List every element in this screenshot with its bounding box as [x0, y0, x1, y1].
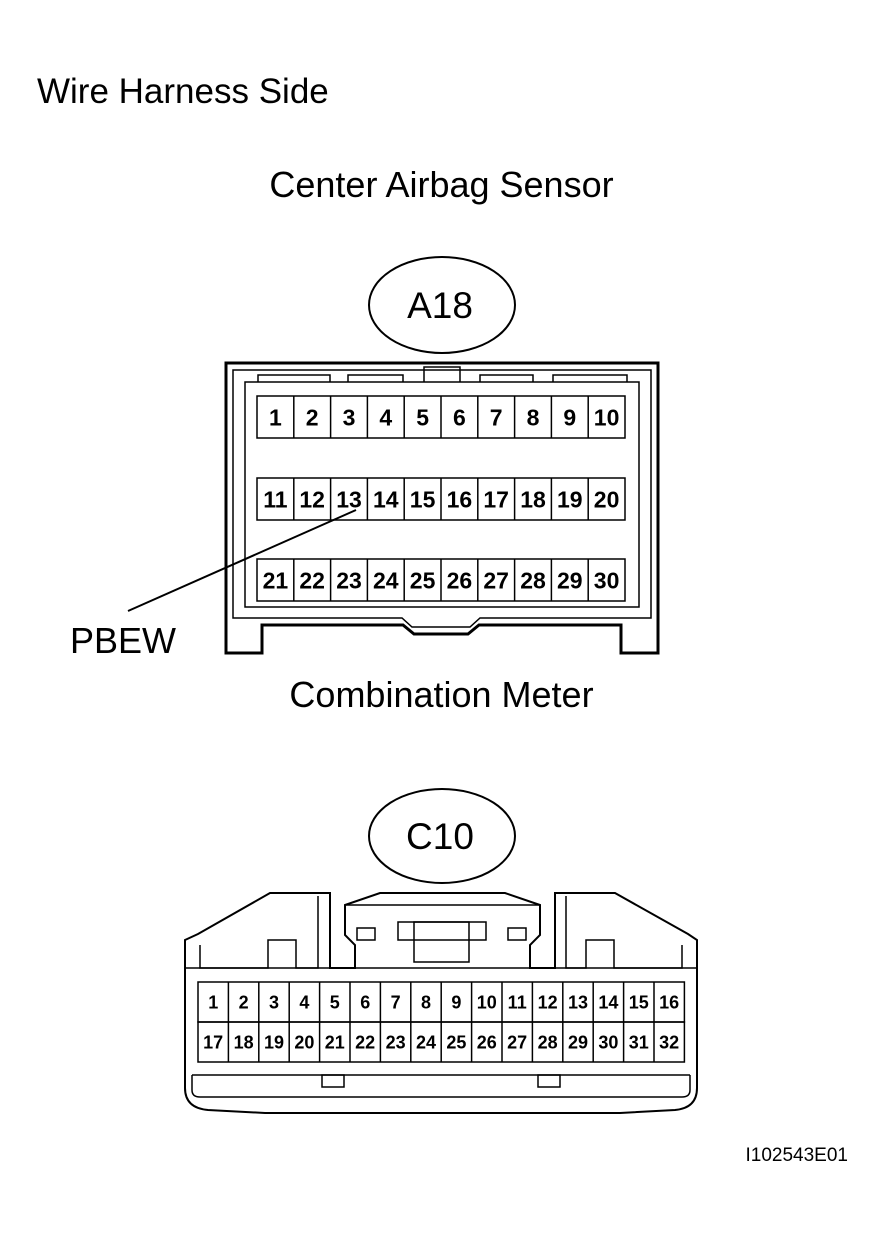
c10-pin-25: 25 [446, 1032, 466, 1052]
c10-pin-17: 17 [203, 1032, 223, 1052]
a18-pin-17: 17 [483, 486, 509, 512]
a18-pin-18: 18 [520, 486, 546, 512]
c10-pin-11: 11 [508, 992, 527, 1012]
c10-pin-26: 26 [477, 1032, 497, 1052]
a18-pin-29: 29 [557, 567, 583, 593]
c10-pin-24: 24 [416, 1032, 436, 1052]
a18-pin-30: 30 [594, 567, 620, 593]
a18-code-ellipse [368, 256, 516, 354]
combination-meter-title: Combination Meter [289, 674, 594, 715]
a18-pin-15: 15 [410, 486, 436, 512]
a18-pin-23: 23 [336, 567, 362, 593]
a18-pin-11: 11 [263, 486, 288, 512]
c10-pin-8: 8 [421, 992, 431, 1012]
a18-pin-14: 14 [373, 486, 399, 512]
c10-code: C10 [406, 816, 474, 857]
c10-pin-6: 6 [360, 992, 370, 1012]
c10-pin-30: 30 [598, 1032, 618, 1052]
c10-pin-1: 1 [208, 992, 218, 1012]
pbew-leader-line [127, 509, 357, 612]
a18-pin-2: 2 [306, 404, 319, 430]
c10-pin-13: 13 [568, 992, 588, 1012]
c10-pin-27: 27 [507, 1032, 527, 1052]
c10-pin-16: 16 [659, 992, 679, 1012]
c10-pin-19: 19 [264, 1032, 284, 1052]
c10-pin-21: 21 [325, 1032, 345, 1052]
c10-pin-9: 9 [451, 992, 461, 1012]
a18-pin-1: 1 [269, 404, 282, 430]
a18-pin-25: 25 [410, 567, 436, 593]
c10-pin-20: 20 [294, 1032, 314, 1052]
a18-pin-22: 22 [299, 567, 325, 593]
a18-pin-7: 7 [490, 404, 503, 430]
a18-pin-4: 4 [379, 404, 392, 430]
a18-code: A18 [407, 285, 473, 326]
a18-pin-12: 12 [299, 486, 325, 512]
center-airbag-sensor-title: Center Airbag Sensor [269, 164, 614, 205]
a18-pin-6: 6 [453, 404, 466, 430]
a18-pin-9: 9 [563, 404, 576, 430]
c10-pin-2: 2 [239, 992, 249, 1012]
a18-cavity-frame [244, 381, 640, 608]
a18-pin-3: 3 [343, 404, 356, 430]
a18-pin-16: 16 [447, 486, 473, 512]
c10-pin-28: 28 [538, 1032, 558, 1052]
c10-pin-10: 10 [477, 992, 497, 1012]
c10-pin-3: 3 [269, 992, 279, 1012]
c10-pin-12: 12 [538, 992, 558, 1012]
c10-pin-15: 15 [629, 992, 649, 1012]
c10-code-ellipse [368, 788, 516, 884]
c10-pin-18: 18 [234, 1032, 254, 1052]
a18-inner-wall [232, 369, 652, 628]
a18-pin-5: 5 [416, 404, 429, 430]
c10-pin-32: 32 [659, 1032, 679, 1052]
c10-housing [184, 892, 698, 1114]
a18-pin-10: 10 [594, 404, 620, 430]
c10-pin-4: 4 [299, 992, 309, 1012]
a18-pin-27: 27 [483, 567, 509, 593]
a18-pin-13: 13 [336, 486, 362, 512]
c10-pin-14: 14 [598, 992, 618, 1012]
a18-pin-21: 21 [263, 567, 289, 593]
pbew-wire-label: PBEW [70, 620, 177, 661]
a18-pin-28: 28 [520, 567, 546, 593]
c10-pin-31: 31 [629, 1032, 649, 1052]
c10-pin-22: 22 [355, 1032, 375, 1052]
a18-pin-26: 26 [447, 567, 473, 593]
a18-housing [224, 361, 660, 655]
a18-pin-24: 24 [373, 567, 399, 593]
c10-pin-5: 5 [330, 992, 340, 1012]
a18-pin-19: 19 [557, 486, 583, 512]
c10-pin-23: 23 [386, 1032, 406, 1052]
c10-pin-7: 7 [391, 992, 401, 1012]
c10-pin-29: 29 [568, 1032, 588, 1052]
a18-pin-8: 8 [527, 404, 540, 430]
wire-harness-side-label: Wire Harness Side [37, 72, 329, 111]
figure-id: I102543E01 [745, 1145, 849, 1166]
a18-pin-20: 20 [594, 486, 620, 512]
